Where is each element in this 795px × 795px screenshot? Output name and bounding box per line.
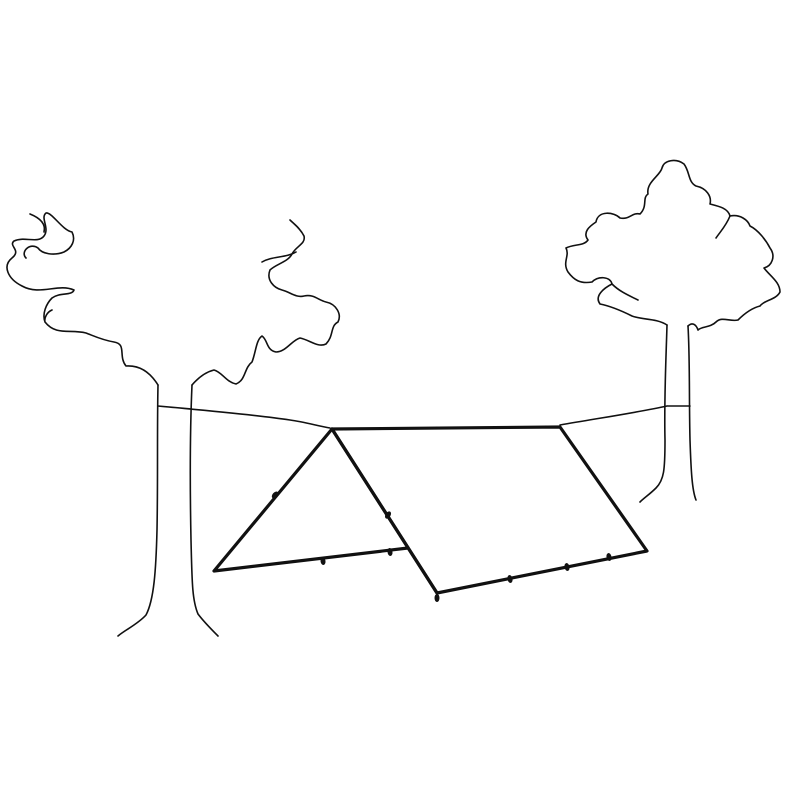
right-tree-branch-left xyxy=(611,283,639,301)
tie-knot xyxy=(387,548,393,556)
tie-knot xyxy=(434,594,440,602)
left-tree xyxy=(6,212,341,637)
tie-knot xyxy=(564,563,570,571)
tie-knot xyxy=(271,491,279,499)
tarp-left-panel xyxy=(212,427,410,573)
tie-knot xyxy=(320,557,326,565)
ridge-line xyxy=(157,405,691,429)
tarp xyxy=(212,425,649,595)
left-tree-crown-top xyxy=(29,213,46,233)
tie-knot xyxy=(384,511,392,519)
right-tree-trunk-right xyxy=(687,325,697,501)
left-tree-trunk-left xyxy=(117,384,159,637)
tarp-main-panel xyxy=(330,425,649,595)
left-tree-crown-right xyxy=(191,219,341,386)
right-tree xyxy=(564,159,781,503)
right-tree-branch-right xyxy=(715,215,731,239)
left-tree-trunk-right xyxy=(189,384,219,637)
tie-knot xyxy=(606,553,612,561)
tarp-ties xyxy=(271,491,612,602)
right-tree-crown xyxy=(564,159,781,331)
left-tree-crown-mid xyxy=(261,251,297,263)
tarp-fold-edge xyxy=(330,427,439,595)
tie-knot xyxy=(507,575,513,583)
left-tree-crown xyxy=(6,212,159,386)
right-tree-trunk-left xyxy=(639,324,668,503)
